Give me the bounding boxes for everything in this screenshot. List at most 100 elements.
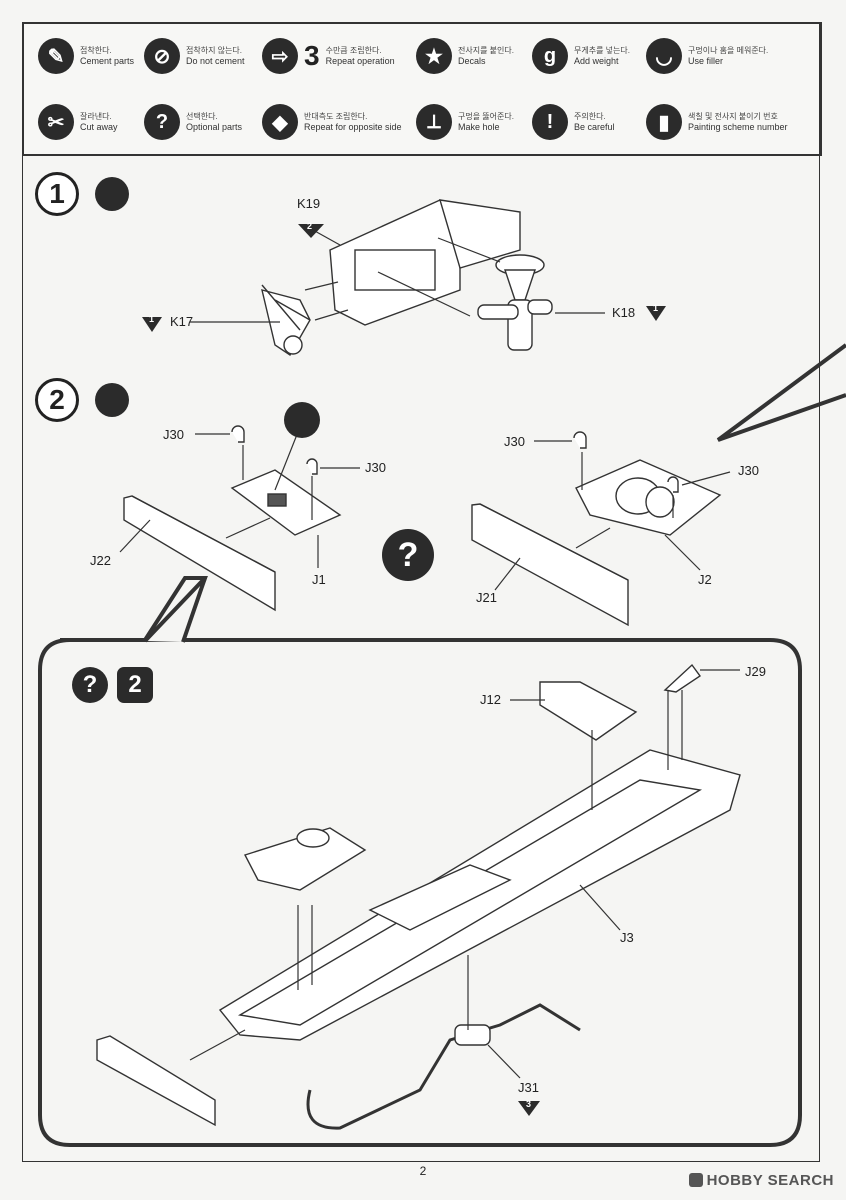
- chassis-lines: [189, 669, 740, 1079]
- legend-korean-label: 접착한다.: [80, 46, 112, 55]
- part-j31: J31: [518, 1080, 539, 1095]
- legend-text: 수만큼 조립한다.Repeat operation: [326, 45, 395, 67]
- legend-english-label: Cement parts: [80, 56, 135, 66]
- legend-text: 접착한다.Cement parts: [80, 45, 134, 67]
- legend-text: 구멍이나 홈을 메워준다.Use filler: [688, 45, 768, 67]
- part-j21: J21: [476, 590, 497, 605]
- step2-left-lines: [119, 431, 360, 568]
- legend-korean-label: 선택한다.: [186, 112, 218, 121]
- inset-pointer: [143, 576, 207, 643]
- step2-right-drawing: [471, 431, 722, 627]
- watermark-text: HOBBY SEARCH: [706, 1172, 834, 1189]
- legend-text: 전사지를 붙인다.Decals: [458, 45, 514, 67]
- part-j22: J22: [90, 553, 111, 568]
- optional-icon: ?: [144, 104, 180, 140]
- legend-english-label: Do not cement: [186, 56, 245, 66]
- legend-korean-label: 색칠 및 전사지 붙이기 번호: [688, 112, 778, 121]
- legend-text: 구멍을 뚫어준다.Make hole: [458, 111, 514, 133]
- legend-korean-label: 잘라낸다.: [80, 112, 112, 121]
- page-frame: [22, 22, 820, 1162]
- part-j3: J3: [620, 930, 634, 945]
- page-number: 2: [419, 1164, 427, 1178]
- weight-icon: g: [532, 38, 568, 74]
- opposite-side-icon: ◆: [262, 104, 298, 140]
- optional-big-icon: ?: [382, 529, 434, 581]
- decal-icon: ★: [416, 38, 452, 74]
- k19-ref-number: 2: [307, 221, 313, 231]
- legend-item: ⊘ 접착하지 않는다.Do not cement: [144, 38, 245, 74]
- legend-korean-label: 구멍이나 홈을 메워준다.: [688, 46, 769, 55]
- filler-icon: ◡: [646, 38, 682, 74]
- part-j1: J1: [312, 572, 326, 587]
- repeat-count: 3: [304, 40, 320, 71]
- cement-icon: ✎: [38, 38, 74, 74]
- legend-text: 주의한다.Be careful: [574, 111, 615, 133]
- legend-korean-label: 전사지를 붙인다.: [458, 46, 514, 55]
- legend-item: ◡ 구멍이나 홈을 메워준다.Use filler: [646, 38, 768, 74]
- make-hole-icon: ⟂: [416, 104, 452, 140]
- watermark-logo-icon: [688, 1173, 703, 1187]
- part-j29: J29: [745, 664, 766, 679]
- part-j30-b: J30: [365, 460, 386, 475]
- legend-item: ✂ 잘라낸다.Cut away: [38, 104, 118, 140]
- legend-english-label: Optional parts: [186, 122, 243, 132]
- legend-korean-label: 구멍을 뚫어준다.: [458, 112, 514, 121]
- step-1-number: 1: [35, 172, 79, 216]
- legend-item: g 무게추를 넣는다.Add weight: [532, 38, 630, 74]
- no-cement-icon: ⊘: [144, 38, 180, 74]
- legend-item: ! 주의한다.Be careful: [532, 104, 615, 140]
- legend-korean-label: 접착하지 않는다.: [186, 46, 242, 55]
- part-j30-d: J30: [738, 463, 759, 478]
- chassis-drawing: [96, 663, 741, 1130]
- cut-icon: ✂: [38, 104, 74, 140]
- step1-engine-drawing: [261, 199, 553, 356]
- legend-panel: ✎ 접착한다.Cement parts ⊘ 접착하지 않는다.Do not cemen…: [22, 22, 822, 156]
- legend-text: 반대측도 조립한다.Repeat for opposite side: [304, 111, 402, 133]
- part-k19: K19: [297, 196, 321, 211]
- k18-ref-number: 1: [653, 303, 659, 313]
- inset-scheme-icon: 2: [117, 667, 153, 703]
- part-j2: J2: [698, 572, 712, 587]
- legend-item: ★ 전사지를 붙인다.Decals: [416, 38, 514, 74]
- step2-left-drawing: [123, 425, 342, 612]
- right-callout-pointer: [716, 343, 846, 442]
- legend-english-label: Repeat operation: [325, 56, 395, 66]
- inset-optional-icon: ?: [72, 667, 108, 703]
- painting-scheme-icon: ▮: [646, 104, 682, 140]
- legend-korean-label: 반대측도 조립한다.: [304, 112, 368, 121]
- legend-item: ✎ 접착한다.Cement parts: [38, 38, 134, 74]
- part-k17: K17: [170, 314, 194, 329]
- legend-text: 선택한다.Optional parts: [186, 111, 242, 133]
- legend-item: ? 선택한다.Optional parts: [144, 104, 242, 140]
- legend-english-label: Add weight: [574, 56, 619, 66]
- step2-right-lines: [494, 440, 731, 591]
- legend-english-label: Repeat for opposite side: [304, 122, 402, 132]
- legend-item: ◆ 반대측도 조립한다.Repeat for opposite side: [262, 104, 402, 140]
- k17-ref-number: 1: [149, 314, 155, 324]
- legend-text: 무게추를 넣는다.Add weight: [574, 45, 630, 67]
- step-2-cement-icon: [95, 383, 129, 417]
- caution-icon: !: [532, 104, 568, 140]
- legend-english-label: Cut away: [80, 122, 118, 132]
- j31-ref-number: 3: [526, 1099, 532, 1109]
- part-j30-c: J30: [504, 434, 525, 449]
- watermark: HOBBY SEARCH: [688, 1172, 834, 1189]
- legend-text: 접착하지 않는다.Do not cement: [186, 45, 245, 67]
- legend-text: 잘라낸다.Cut away: [80, 111, 118, 133]
- make-hole-marker: [284, 402, 320, 438]
- legend-korean-label: 수만큼 조립한다.: [325, 46, 382, 55]
- part-k18: K18: [612, 305, 636, 320]
- part-j12: J12: [480, 692, 501, 707]
- step-1-cement-icon: [95, 177, 129, 211]
- step1-arrows: [190, 229, 605, 323]
- part-j30-a: J30: [163, 427, 184, 442]
- legend-english-label: Painting scheme number: [688, 122, 788, 132]
- legend-korean-label: 무게추를 넣는다.: [574, 46, 630, 55]
- step-2-number: 2: [35, 378, 79, 422]
- repeat-icon: ⇨: [262, 38, 298, 74]
- legend-item: ⟂ 구멍을 뚫어준다.Make hole: [416, 104, 514, 140]
- reference-triangles: [142, 224, 666, 1116]
